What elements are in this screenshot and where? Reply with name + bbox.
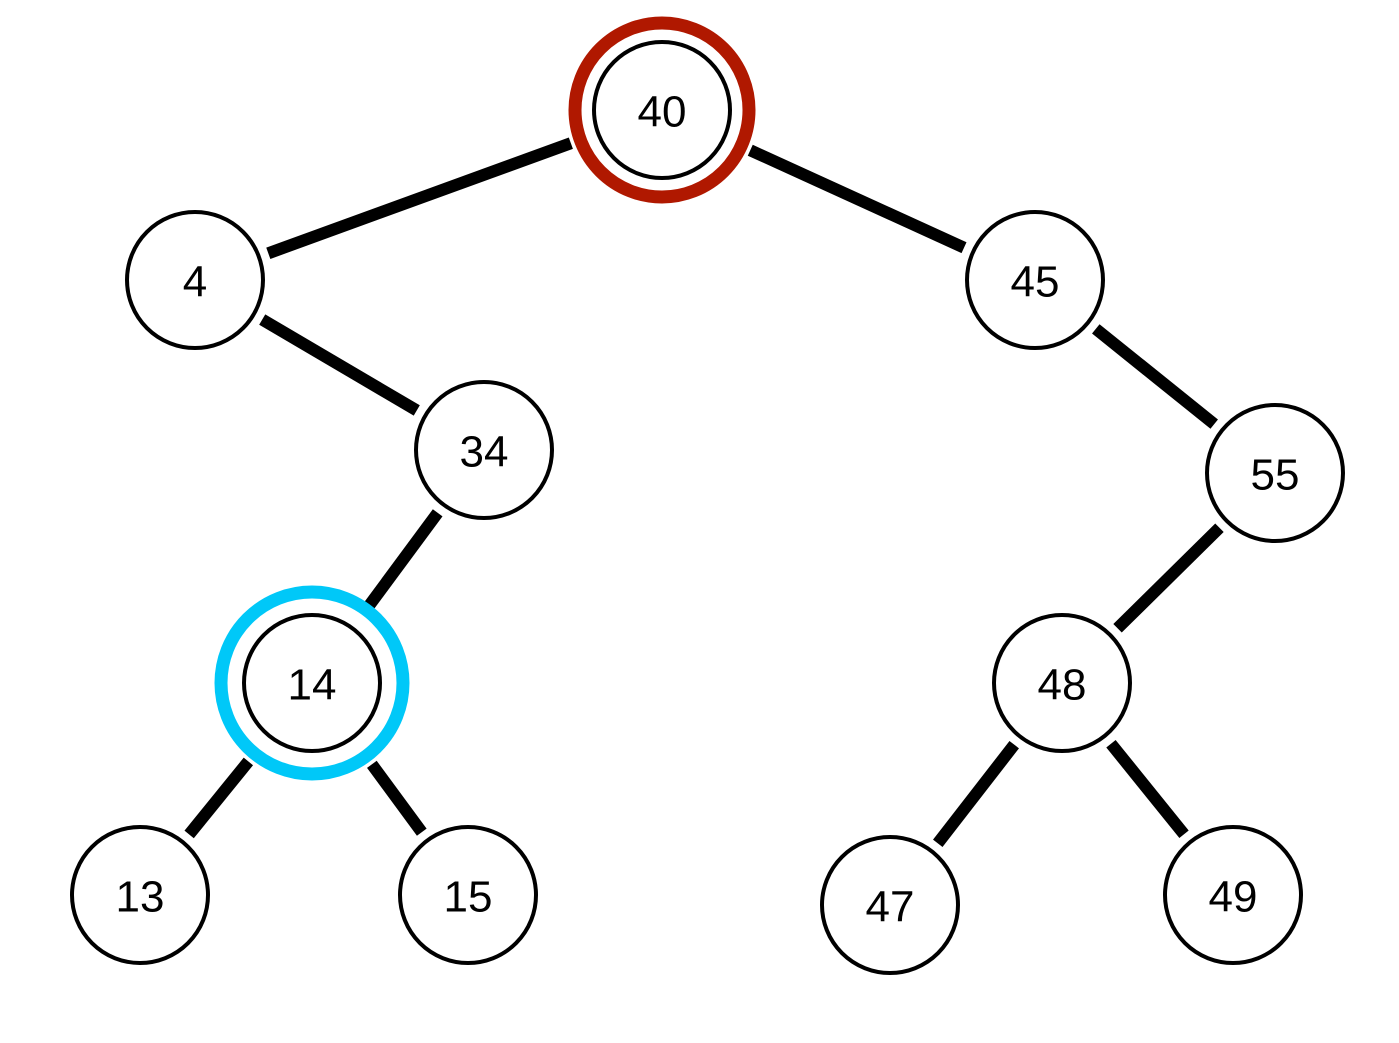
tree-node-4: 4	[125, 210, 265, 350]
node-label: 47	[866, 883, 915, 932]
edge-n34-n14	[353, 509, 443, 624]
node-label: 49	[1209, 873, 1258, 922]
tree-node-45: 45	[965, 210, 1105, 350]
edge-n14-n13	[184, 757, 254, 839]
node-label: 15	[444, 873, 493, 922]
edge-n4-n34	[259, 314, 420, 416]
tree-node-34: 34	[414, 380, 554, 520]
edge-n40-n45	[747, 144, 967, 254]
node-label: 45	[1011, 258, 1060, 307]
node-circle	[414, 380, 554, 520]
node-label: 13	[116, 873, 165, 922]
node-circle	[242, 613, 382, 753]
tree-node-15: 15	[398, 825, 538, 965]
edge-n48-n49	[1106, 739, 1189, 839]
tree-node-49: 49	[1163, 825, 1303, 965]
node-label: 55	[1251, 451, 1300, 500]
node-circle	[125, 210, 265, 350]
tree-node-40: 40	[568, 16, 756, 204]
nodes-layer: 40 4 45 34 55 14 48 13 15 47 49	[70, 16, 1345, 975]
edge-n45-n55	[1092, 324, 1218, 429]
node-label: 40	[638, 88, 687, 137]
edge-n48-n47	[933, 740, 1019, 848]
node-circle	[992, 613, 1132, 753]
tree-node-47: 47	[820, 835, 960, 975]
node-circle	[820, 835, 960, 975]
node-circle	[1163, 825, 1303, 965]
edge-n55-n48	[1113, 523, 1224, 633]
node-circle	[70, 825, 210, 965]
node-circle	[398, 825, 538, 965]
node-label: 34	[460, 428, 509, 477]
tree-node-48: 48	[992, 613, 1132, 753]
tree-node-14: 14	[214, 585, 410, 781]
node-circle	[592, 40, 732, 180]
edges-layer	[184, 137, 1224, 848]
node-label: 14	[288, 661, 337, 710]
tree-node-13: 13	[70, 825, 210, 965]
node-circle	[965, 210, 1105, 350]
edge-n14-n15	[367, 760, 427, 836]
tree-node-55: 55	[1205, 403, 1345, 543]
node-label: 48	[1038, 661, 1087, 710]
node-label: 4	[183, 258, 207, 307]
node-circle	[1205, 403, 1345, 543]
edge-n40-n4	[266, 137, 573, 259]
